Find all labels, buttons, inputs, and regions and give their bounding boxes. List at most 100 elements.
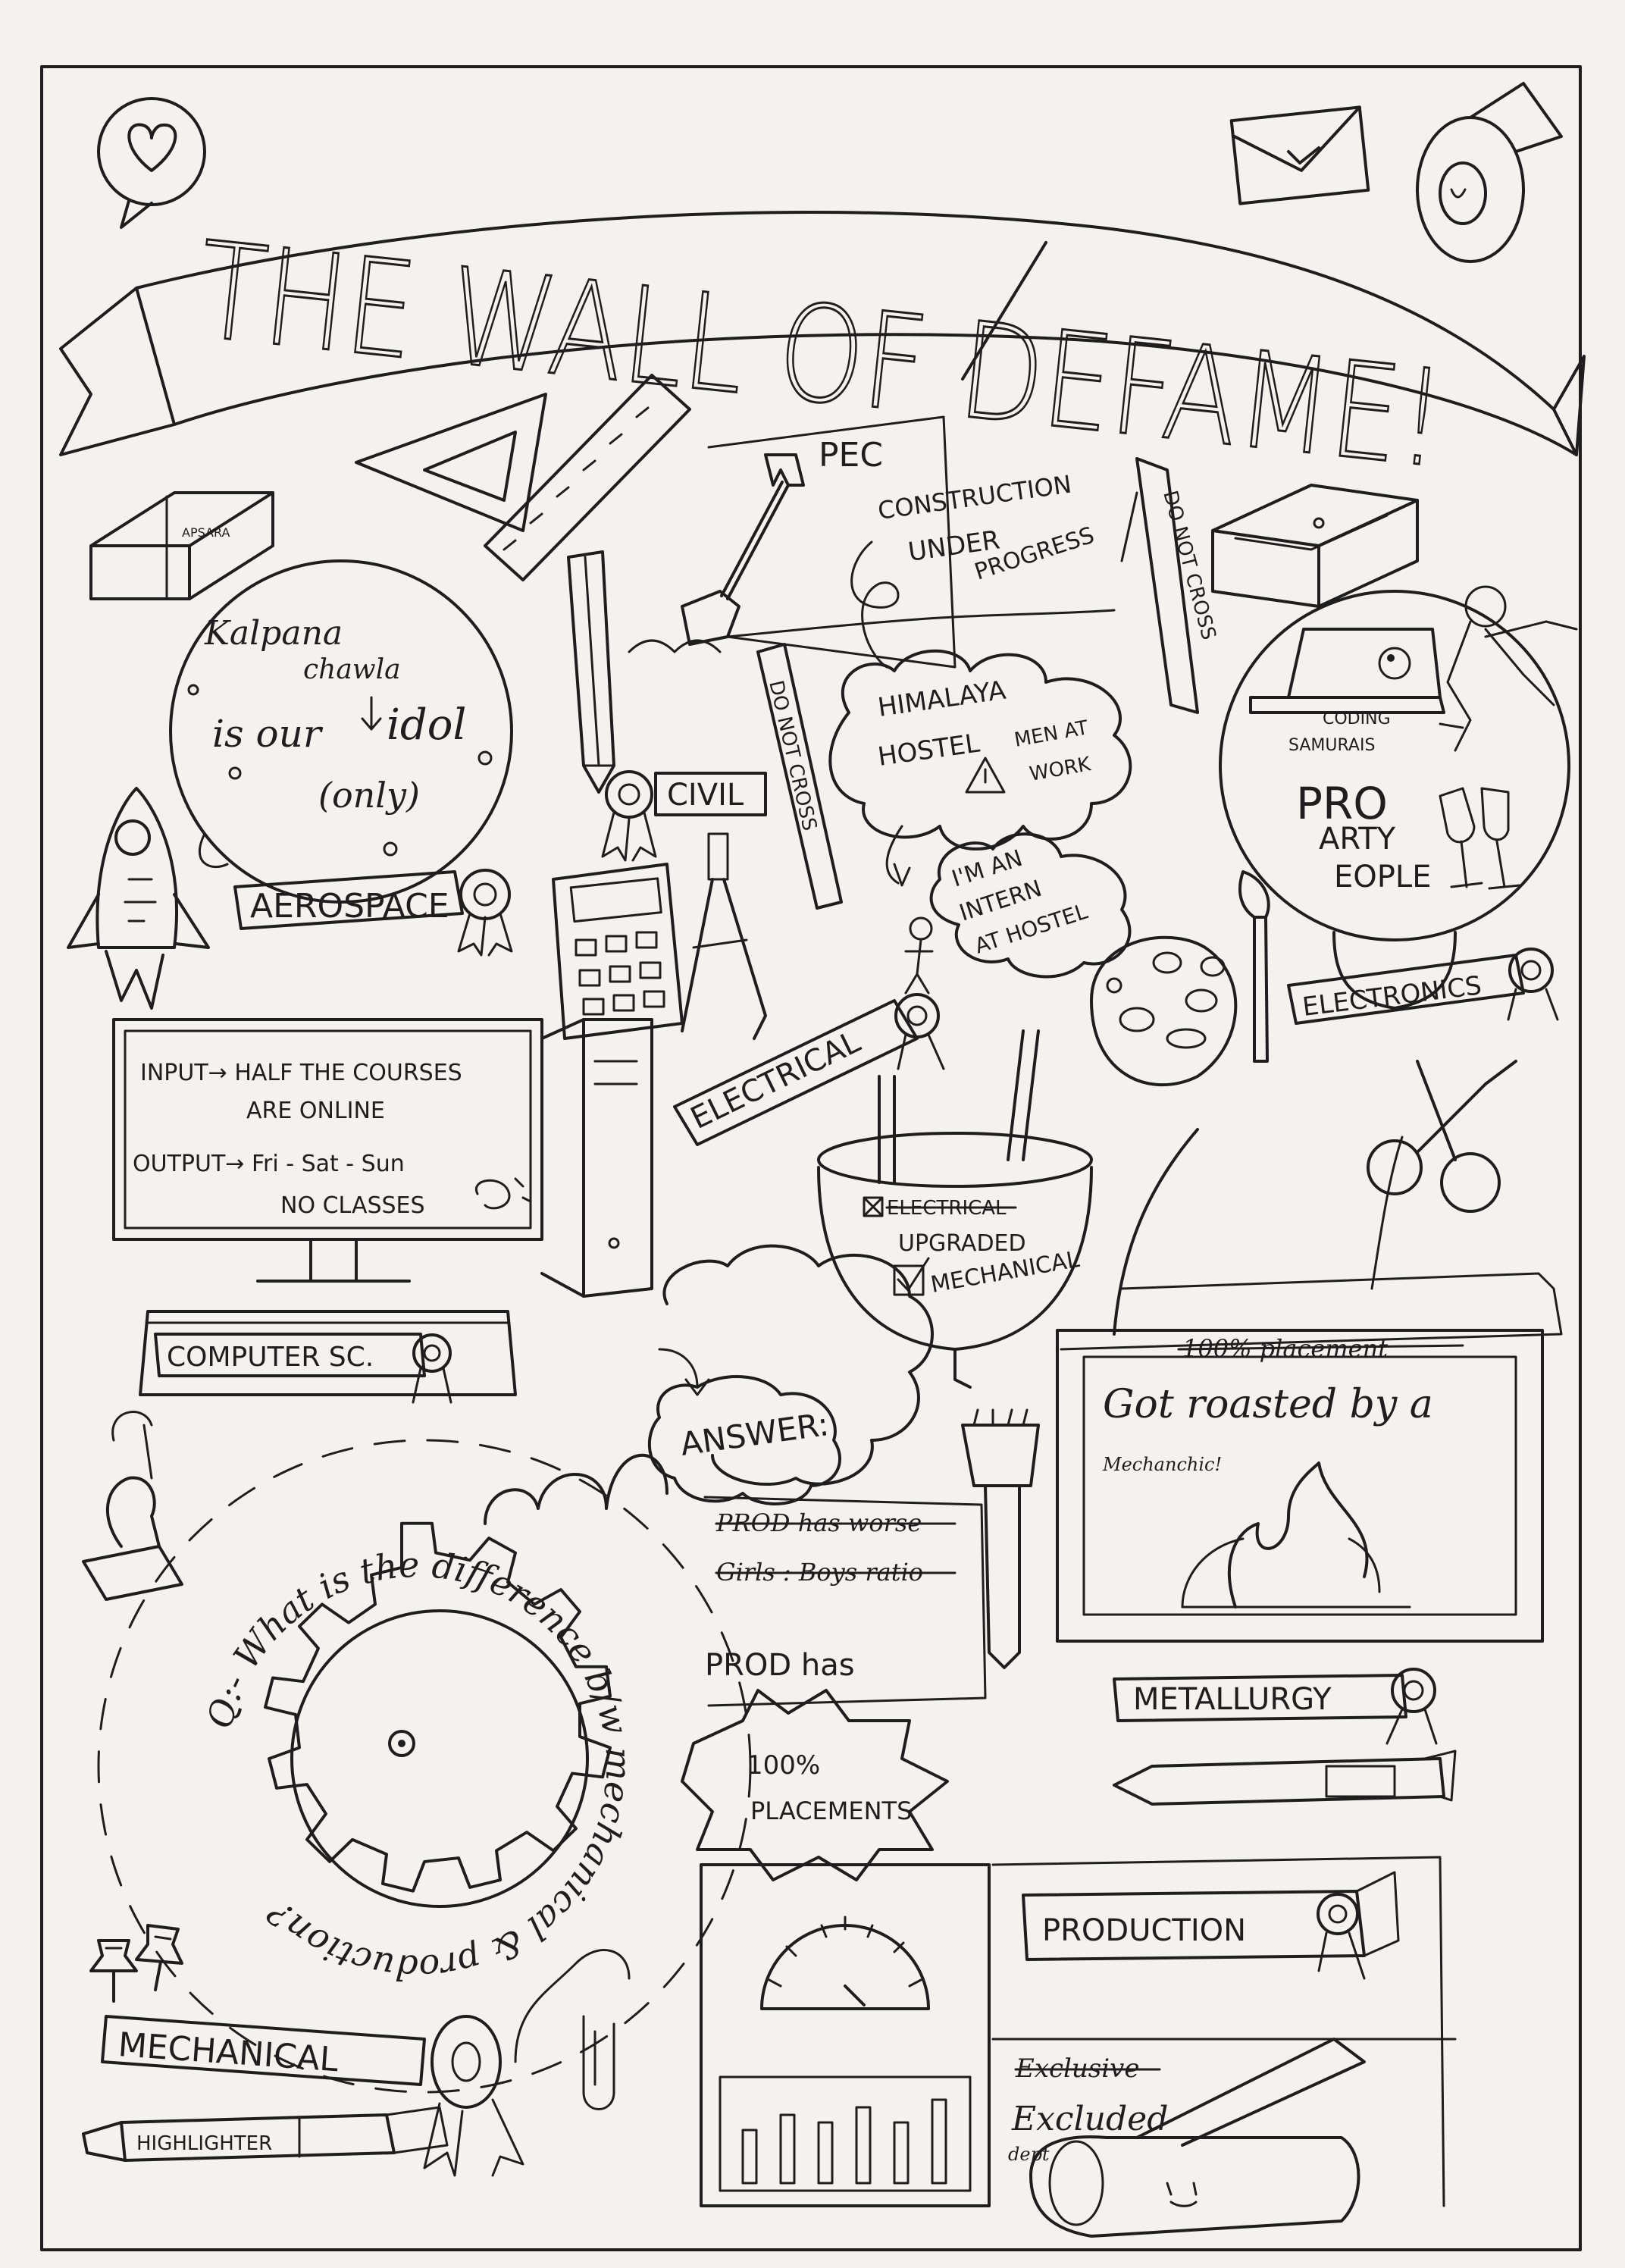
party-line1: PRO (1296, 778, 1388, 829)
title-text-suffix: FAME! (1104, 310, 1451, 498)
himalaya-line3: MEN AT (1013, 716, 1090, 752)
scissors-icon (1367, 1060, 1517, 1213)
metallurgy-line2: Mechanchic! (1102, 1454, 1222, 1475)
electrical-section: ELECTRICAL ELECTRICAL UPGRADED MECHANICA… (673, 993, 1093, 1389)
eraser-label: APSARA (182, 525, 230, 540)
award-rosette-icon (1317, 1893, 1366, 1980)
intern-cloud (929, 832, 1132, 979)
envelope-icon (1229, 105, 1370, 205)
warning-triangle-icon (965, 757, 1006, 794)
production-section: ANSWER: PROD has worse Girls : Boys rati… (484, 1244, 1457, 2238)
keyboard-icon (139, 1310, 517, 1396)
cpu-tower-icon (540, 1018, 653, 1298)
ninja-icon (1439, 585, 1578, 752)
mechanical-question: Q:- What is the difference b/w mechanica… (199, 1544, 639, 1989)
brush-icon (961, 1408, 1040, 1669)
himalaya-line2: HOSTEL (876, 728, 982, 772)
metallurgy-section: 100% placement Got roasted by a Mechanch… (1056, 1272, 1563, 1745)
computer-line3: OUTPUT→ Fri - Sat - Sun (133, 1151, 405, 1177)
fire-icon (1181, 1461, 1411, 1609)
placement-dashboard (700, 1863, 991, 2207)
civil-sign-line1: PEC (819, 436, 883, 475)
mechanical-question-path: Q:- What is the difference b/w mechanica… (199, 1544, 639, 1989)
pencil-case-icon (1029, 2038, 1366, 2238)
title-struck-text: DE (953, 294, 1120, 463)
electronics-section: CODING SAMURAIS PRO ARTY EOPLE (1090, 484, 1578, 1213)
civil-section: PEC CONSTRUCTION UNDER PROGRESS DO NOT C… (552, 415, 1220, 1040)
rocket-icon (67, 787, 210, 1010)
kalpana-line2: chawla (303, 654, 401, 685)
kalpana-line4: idol (387, 700, 466, 750)
sharpener-box-icon (1211, 484, 1419, 608)
computer-line2: ARE ONLINE (246, 1098, 385, 1124)
award-rosette-icon (894, 993, 945, 1070)
monitor (112, 1018, 543, 1241)
computer-ribbon (154, 1333, 426, 1377)
utility-knife-icon (1113, 1750, 1457, 1806)
furnace-window (1056, 1329, 1544, 1643)
title-strike-line (961, 241, 1047, 381)
electronics-ribbon-text: ELECTRONICS (1301, 970, 1483, 1023)
heart-speech-bubble-icon (97, 97, 206, 229)
aerospace-ribbon-text: AEROSPACE (250, 887, 449, 926)
shovel-icon (628, 453, 805, 653)
pencil-icon (567, 550, 615, 794)
award-rosette-icon (423, 2015, 524, 2177)
speed-gauge-icon (760, 1924, 930, 2010)
mechanical-ribbon (101, 2015, 426, 2086)
burst-line2: PLACEMENTS (750, 1797, 912, 1825)
metallurgy-ribbon-text: METALLURGY (1133, 1682, 1332, 1717)
laptop-label-line1: CODING (1323, 710, 1391, 728)
computer-line4: NO CLASSES (280, 1192, 425, 1219)
production-line2: Excluded (1011, 2100, 1168, 2138)
eraser-icon: APSARA (89, 491, 274, 600)
title-text-prefix: THE WALL OF (191, 214, 969, 446)
crystal-ball-bubble (169, 559, 513, 904)
paper-clip-icon (514, 1949, 631, 2110)
wine-glasses-icon (1439, 787, 1521, 890)
answer-text: ANSWER: (678, 1405, 831, 1463)
mechanical-section: Q:- What is the difference b/w mechanica… (82, 1411, 752, 2177)
metallurgy-line1: Got roasted by a (1103, 1382, 1433, 1427)
plug-icon (817, 1029, 1093, 1389)
mechanical-ribbon-text: MECHANICAL (117, 2025, 340, 2079)
bar-graph-panel (719, 2075, 972, 2192)
award-rosette-icon (1507, 948, 1559, 1021)
kalpana-line1: Kalpana (204, 614, 343, 653)
party-line3: EOPLE (1334, 860, 1431, 894)
electronics-bubble (1219, 590, 1570, 941)
burst-line1: 100% (747, 1750, 820, 1781)
laptop-icon (1249, 628, 1445, 714)
binder-clip-icon (82, 1411, 183, 1601)
kalpana-line3: is our (212, 712, 324, 756)
sleeping-face-icon (474, 1177, 532, 1210)
award-rosette-icon (457, 869, 513, 957)
aerospace-section: Kalpana chawla is our idol (only) AEROSP… (67, 559, 513, 1010)
compass-tool-icon (681, 832, 767, 1040)
laptop-label-line2: SAMURAIS (1288, 736, 1375, 755)
electrical-line1: UPGRADED (898, 1230, 1026, 1257)
paint-palette-icon (1090, 935, 1238, 1087)
paint-brush-icon (1238, 870, 1270, 1063)
set-square-icon (355, 393, 547, 532)
kalpana-line5: (only) (318, 775, 420, 816)
production-line3: dept (1008, 2144, 1050, 2165)
construction-sign (707, 415, 957, 669)
caution-tape-left-text: DO NOT CROSS (764, 678, 821, 833)
metallurgy-ribbon (1113, 1674, 1407, 1722)
civil-ribbon-text: CIVIL (667, 778, 744, 813)
ruler-icon (484, 374, 691, 581)
answer-cloud (662, 1244, 934, 1486)
caution-tape-left: DO NOT CROSS (756, 643, 843, 910)
tape-roll-icon (1416, 82, 1563, 263)
electrical-ribbon-text: ELECTRICAL (685, 1024, 866, 1136)
production-line1: PROD has (705, 1648, 855, 1683)
gear-icon (264, 1521, 612, 1908)
bar-graph (741, 2098, 947, 2185)
highlighter-label: HIGHLIGHTER (136, 2132, 272, 2155)
himalaya-cloud (828, 649, 1132, 850)
himalaya-line1: HIMALAYA (876, 675, 1008, 723)
push-pins-icon (89, 1924, 183, 2003)
